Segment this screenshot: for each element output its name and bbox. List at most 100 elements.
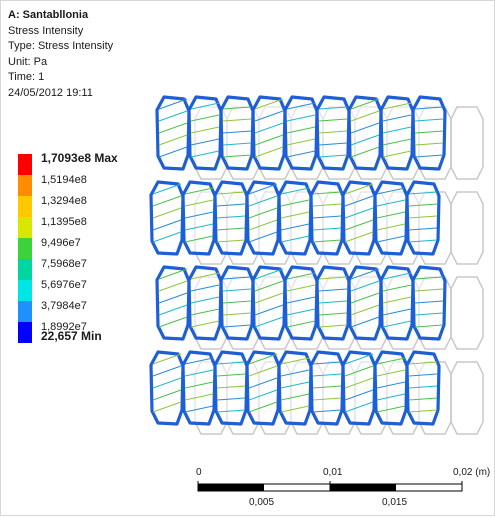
mesh-fiber — [152, 377, 182, 389]
mesh-cell — [315, 95, 351, 171]
mesh-fiber — [376, 211, 406, 219]
mesh-fiber — [222, 142, 252, 146]
mesh-fiber — [190, 138, 220, 146]
legend-level-label: 5,6976e7 — [41, 279, 87, 291]
mesh-fiber — [190, 150, 220, 158]
mesh-cell — [379, 95, 415, 171]
mesh-fiber — [254, 304, 284, 316]
mesh-fiber — [414, 106, 444, 110]
mesh-fiber — [312, 361, 342, 365]
mesh-fiber — [222, 118, 252, 122]
mesh-cell — [149, 350, 185, 426]
mesh-fiber — [382, 150, 412, 158]
mesh-fiber — [312, 227, 342, 231]
mesh-cell — [181, 350, 217, 426]
mesh-fiber — [318, 300, 348, 304]
mesh-fiber — [376, 381, 406, 389]
mesh-fiber — [318, 118, 348, 122]
mesh-fiber — [158, 268, 188, 280]
mesh-fiber — [344, 183, 374, 195]
mesh-fiber — [376, 223, 406, 231]
mesh-fiber — [376, 357, 406, 365]
mesh-fiber — [222, 324, 252, 328]
mesh-fiber — [158, 98, 188, 110]
mesh-fiber — [158, 122, 188, 134]
mesh-fiber — [184, 199, 214, 207]
mesh-cell — [277, 180, 313, 256]
mesh-back-cell — [450, 276, 484, 350]
mesh-fiber — [184, 381, 214, 389]
mesh-fiber — [158, 304, 188, 316]
mesh-fiber — [280, 393, 310, 401]
mesh-fiber — [414, 118, 444, 122]
mesh-fiber — [344, 353, 374, 365]
mesh-cell — [283, 265, 319, 341]
mesh-fiber — [414, 288, 444, 292]
mesh-fiber — [248, 389, 278, 401]
mesh-fiber — [376, 235, 406, 243]
mesh-fiber — [216, 397, 246, 401]
mesh-fiber — [184, 393, 214, 401]
scale-bar-graphic — [197, 481, 463, 492]
mesh-fiber — [222, 106, 252, 110]
scale-tick-label: 0 — [196, 467, 202, 478]
mesh-fiber — [152, 401, 182, 413]
mesh-fiber — [312, 215, 342, 219]
mesh-fiber — [350, 292, 380, 304]
mesh-cell — [373, 180, 409, 256]
mesh-fiber — [280, 369, 310, 377]
mesh-fiber — [286, 138, 316, 146]
mesh-cell — [155, 265, 191, 341]
mesh-fiber — [286, 126, 316, 134]
mesh-fiber — [382, 320, 412, 328]
mesh-fiber — [248, 377, 278, 389]
honeycomb-model-view[interactable] — [149, 83, 484, 468]
mesh-fiber — [184, 405, 214, 413]
mesh-fiber — [350, 304, 380, 316]
mesh-cell — [373, 350, 409, 426]
mesh-cell — [379, 265, 415, 341]
mesh-fiber — [350, 280, 380, 292]
mesh-cell — [219, 265, 255, 341]
mesh-fiber — [248, 219, 278, 231]
mesh-fiber — [254, 292, 284, 304]
mesh-fiber — [408, 203, 438, 207]
mesh-fiber — [152, 219, 182, 231]
mesh-fiber — [216, 191, 246, 195]
mesh-fiber — [152, 353, 182, 365]
mesh-fiber — [414, 142, 444, 146]
mesh-fiber — [190, 114, 220, 122]
mesh-fiber — [216, 385, 246, 389]
mesh-fiber — [280, 235, 310, 243]
mesh-fiber — [216, 361, 246, 365]
mesh-fiber — [350, 268, 380, 280]
mesh-cell — [309, 350, 345, 426]
legend-swatch — [18, 175, 32, 196]
mesh-fiber — [382, 138, 412, 146]
mesh-fiber — [382, 102, 412, 110]
mesh-fiber — [158, 146, 188, 158]
mesh-fiber — [350, 122, 380, 134]
mesh-fiber — [318, 106, 348, 110]
mesh-fiber — [344, 231, 374, 243]
analysis-title: A: Santabllonia — [8, 9, 89, 21]
mesh-fiber — [376, 199, 406, 207]
mesh-cell — [411, 95, 447, 171]
mesh-cell — [213, 350, 249, 426]
mesh-fiber — [184, 235, 214, 243]
mesh-fiber — [382, 296, 412, 304]
mesh-cell — [219, 95, 255, 171]
mesh-fiber — [286, 150, 316, 158]
legend-swatch — [18, 217, 32, 238]
mesh-back-cell — [450, 361, 484, 435]
legend-min-label: 22,657 Min — [41, 329, 102, 343]
mesh-fiber — [248, 183, 278, 195]
mesh-fiber — [152, 195, 182, 207]
mesh-fiber — [152, 365, 182, 377]
mesh-cell — [411, 265, 447, 341]
mesh-fiber — [376, 405, 406, 413]
legend-level-label: 9,496e7 — [41, 237, 81, 249]
mesh-fiber — [344, 401, 374, 413]
mesh-cell — [347, 265, 383, 341]
